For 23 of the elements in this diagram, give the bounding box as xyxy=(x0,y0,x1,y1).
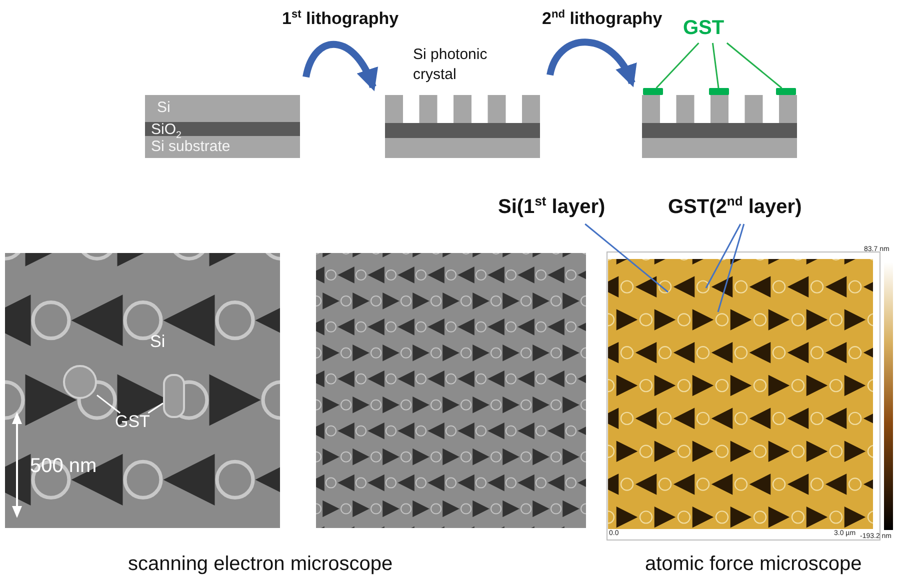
curved-arrow xyxy=(546,38,636,88)
edge-label: 2$^{nd}$ lithography xyxy=(540,10,664,29)
material-label: GST xyxy=(683,17,724,39)
gst-particle xyxy=(163,374,185,418)
curved-arrow xyxy=(302,41,377,92)
layer-annotation: Si(1$^{st}$ layer) xyxy=(498,196,606,218)
leader-line xyxy=(584,223,668,293)
layer-label: SiO$_{2}$ xyxy=(151,122,182,138)
layer-label: Si xyxy=(157,100,170,116)
leader-line xyxy=(705,224,742,288)
gst-pad xyxy=(709,88,729,95)
panel-caption: atomic force microscope xyxy=(645,553,862,575)
scale-label: 500 nm xyxy=(30,455,97,477)
material-label: Si xyxy=(150,333,166,352)
structure-label: Si photonic crystal xyxy=(413,45,488,86)
layer-label: Si substrate xyxy=(151,139,230,156)
panel-caption: scanning electron microscope xyxy=(128,553,393,575)
gst-pad xyxy=(643,88,663,95)
material-label: GST xyxy=(115,413,150,432)
leader-line xyxy=(148,402,164,414)
layer-annotation: GST(2$^{nd}$ layer) xyxy=(668,196,802,218)
edge-label: 1$^{st}$ lithography xyxy=(280,10,401,29)
gst-pad xyxy=(776,88,796,95)
